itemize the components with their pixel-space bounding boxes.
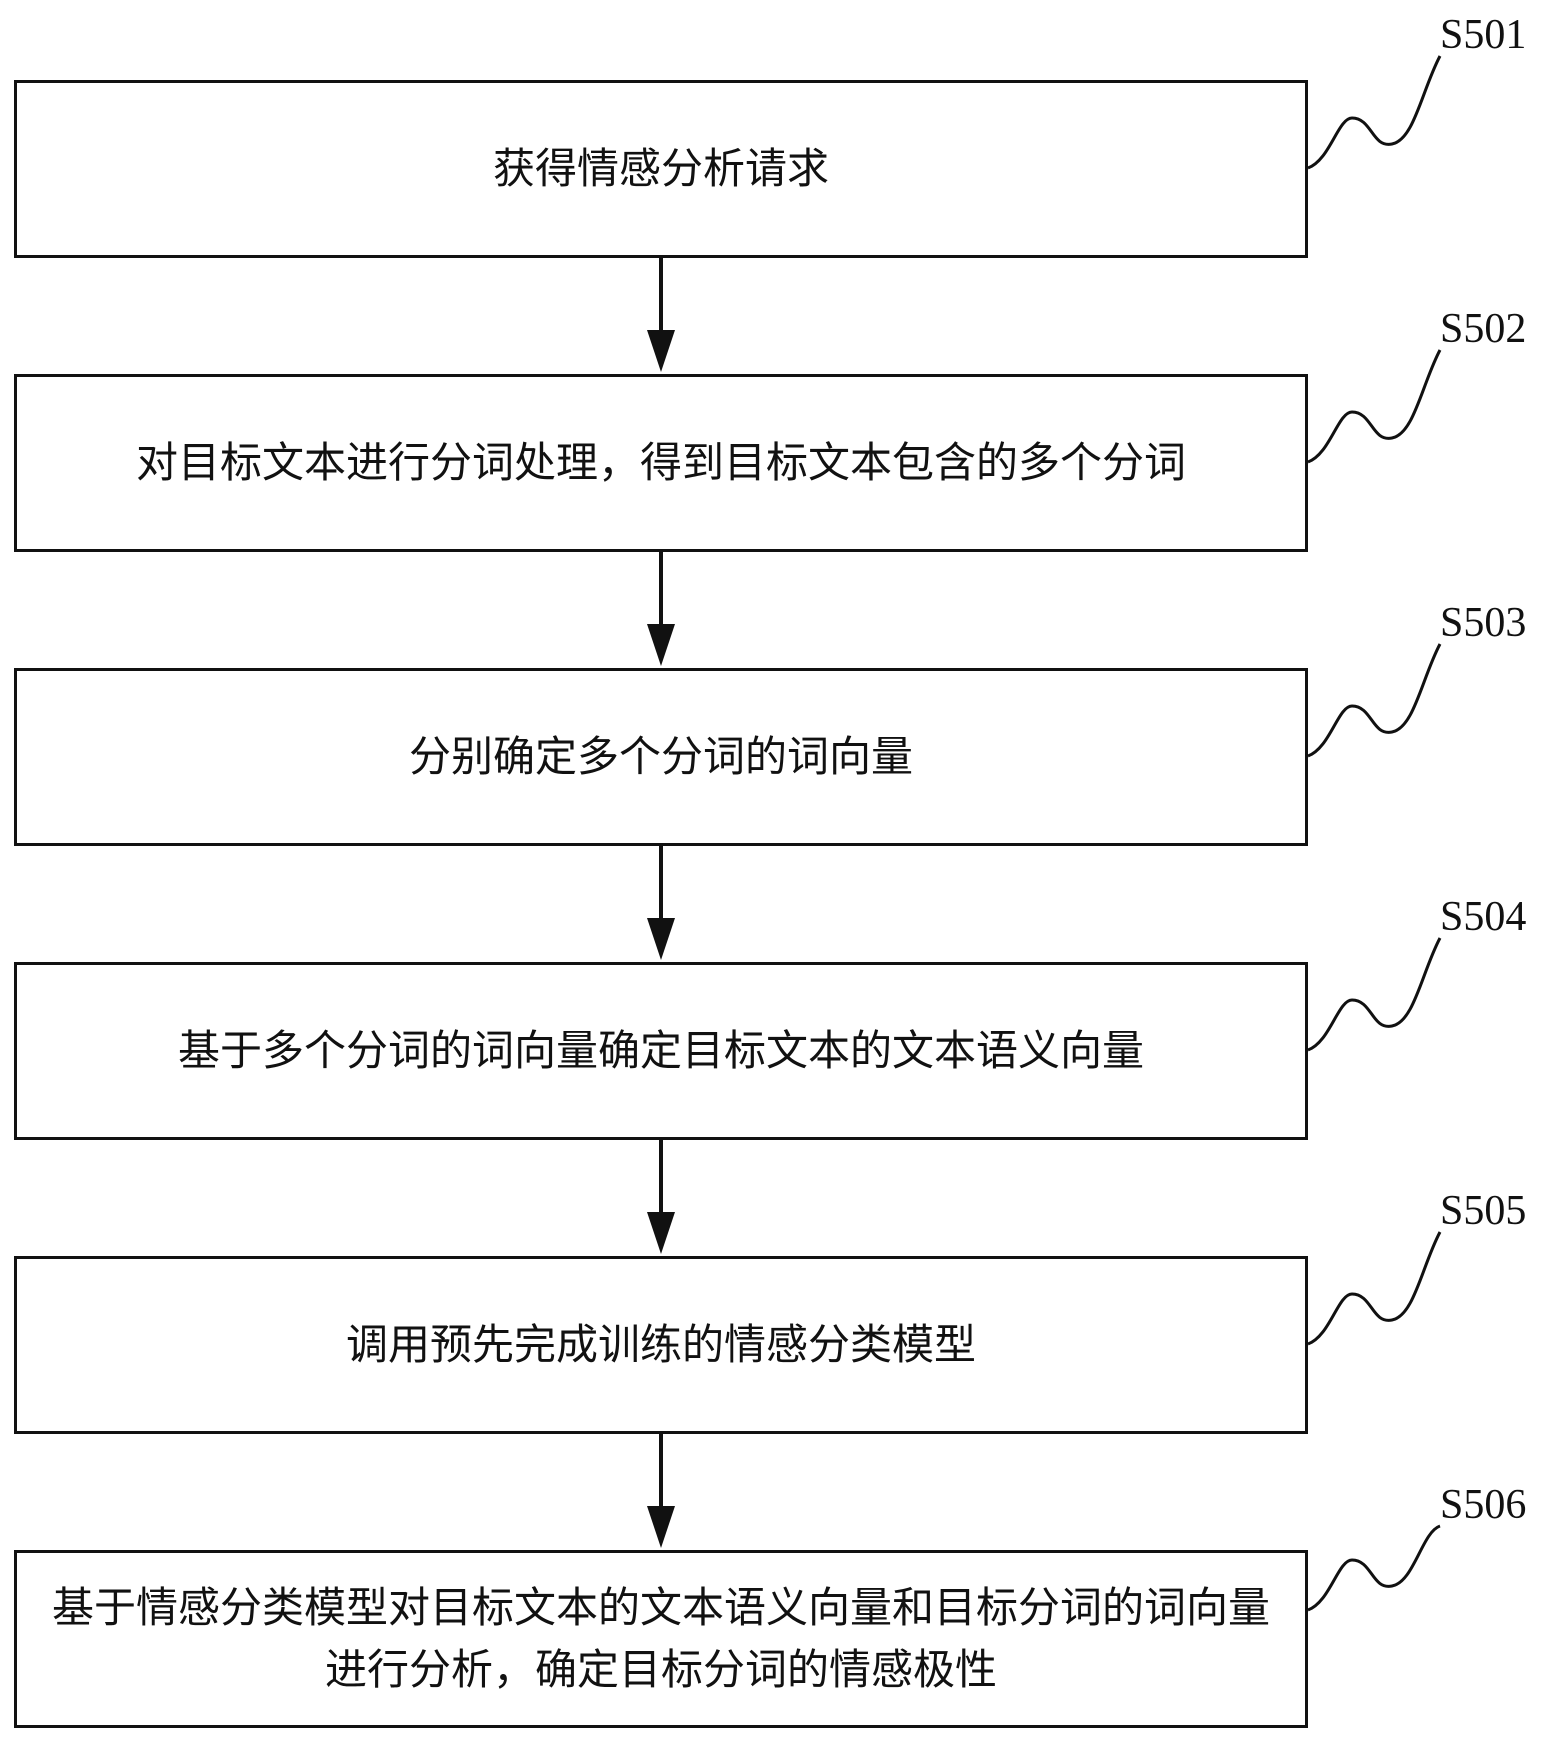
step-box-s503: 分别确定多个分词的词向量 — [14, 668, 1308, 846]
flow-arrow-1 — [647, 258, 675, 372]
step-text-s506: 基于情感分类模型对目标文本的文本语义向量和目标分词的词向量进行分析，确定目标分词… — [51, 1583, 1270, 1694]
leader-line-s503 — [1307, 643, 1442, 758]
step-text-s503: 分别确定多个分词的词向量 — [408, 732, 913, 781]
step-label-s502: S502 — [1440, 306, 1527, 352]
step-label-s503: S503 — [1440, 600, 1527, 646]
step-box-s501: 获得情感分析请求 — [14, 80, 1308, 258]
leader-line-s501 — [1307, 55, 1442, 170]
leader-line-s504 — [1307, 937, 1442, 1052]
step-text-s502: 对目标文本进行分词处理，得到目标文本包含的多个分词 — [135, 438, 1186, 487]
step-label-s501: S501 — [1440, 12, 1527, 58]
step-label-s504: S504 — [1440, 894, 1527, 940]
flow-arrow-5 — [647, 1434, 675, 1548]
step-box-s506: 基于情感分类模型对目标文本的文本语义向量和目标分词的词向量进行分析，确定目标分词… — [14, 1550, 1308, 1728]
step-text-s505: 调用预先完成训练的情感分类模型 — [345, 1320, 976, 1369]
step-label-s506: S506 — [1440, 1482, 1527, 1528]
leader-line-s505 — [1307, 1231, 1442, 1346]
step-box-s505: 调用预先完成训练的情感分类模型 — [14, 1256, 1308, 1434]
step-text-s501: 获得情感分析请求 — [492, 144, 829, 193]
step-label-s505: S505 — [1440, 1188, 1527, 1234]
flow-arrow-4 — [647, 1140, 675, 1254]
flow-arrow-3 — [647, 846, 675, 960]
leader-line-s502 — [1307, 349, 1442, 464]
step-box-s502: 对目标文本进行分词处理，得到目标文本包含的多个分词 — [14, 374, 1308, 552]
step-box-s504: 基于多个分词的词向量确定目标文本的文本语义向量 — [14, 962, 1308, 1140]
leader-line-s506 — [1307, 1524, 1441, 1612]
step-text-s504: 基于多个分词的词向量确定目标文本的文本语义向量 — [177, 1026, 1144, 1075]
flow-arrow-2 — [647, 552, 675, 666]
